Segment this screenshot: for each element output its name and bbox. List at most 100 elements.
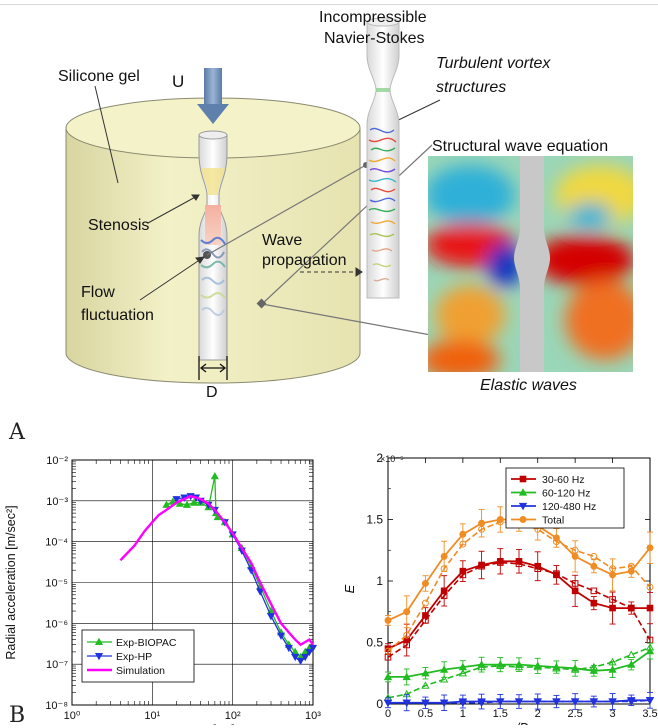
label-turbulent-vortex: Turbulent vortex (436, 55, 551, 72)
data-point (291, 653, 300, 662)
data-point (402, 672, 411, 681)
data-point-open (590, 552, 598, 560)
x-axis-label: Frequency [Hz] (150, 723, 235, 725)
panel-a-labels: Incompressible Navier-Stokes Turbulent v… (58, 9, 608, 401)
data-point (189, 498, 199, 506)
data-point-open (478, 562, 485, 570)
data-point (496, 516, 504, 523)
x-tick-label: 3.5 (642, 708, 657, 720)
data-point (589, 666, 599, 674)
data-point-open (534, 565, 542, 573)
data-point (590, 562, 598, 570)
y-tick-label: 10⁻⁶ (45, 618, 68, 630)
data-point (609, 604, 616, 612)
data-point (571, 552, 579, 560)
data-point-open (533, 662, 542, 671)
legend-label: Total (542, 515, 564, 527)
data-point (627, 604, 635, 612)
plot-frame (71, 459, 314, 706)
y-axis-label: Radial acceleration [m/sec²] (4, 505, 18, 659)
panel-letter-a: A (9, 420, 25, 445)
data-point (210, 472, 219, 480)
data-point-open (459, 540, 467, 548)
y-tick-label: 1 (376, 574, 383, 588)
legend-marker (519, 475, 527, 483)
data-point (276, 632, 286, 640)
data-point (421, 579, 429, 587)
legend-marker (519, 516, 527, 523)
data-point (266, 613, 276, 621)
data-point-open (421, 699, 430, 708)
data-point-open (552, 698, 561, 706)
data-point-open (570, 665, 580, 673)
label-navier-stokes: Navier-Stokes (324, 30, 424, 47)
data-point (440, 587, 448, 595)
legend-marker (94, 637, 104, 646)
data-point-open (496, 661, 505, 670)
data-point-open (609, 596, 616, 603)
panel-letter-b: B (9, 703, 26, 728)
data-point (459, 567, 467, 575)
data-point-open (645, 697, 655, 705)
data-point (590, 599, 598, 607)
data-point-open (384, 647, 392, 655)
leader-lines (94, 85, 459, 341)
y-tick-label: 0.5 (366, 636, 383, 650)
data-point (459, 530, 467, 538)
label-structures: structures (436, 79, 506, 96)
data-point-open (627, 698, 636, 706)
data-point (284, 644, 293, 653)
data-point (301, 653, 310, 662)
x-axis-label: z/D (508, 720, 529, 725)
data-point-open (552, 664, 561, 672)
data-point-open (627, 562, 635, 570)
data-point-open (533, 698, 542, 706)
label-silicone-gel: Silicone gel (58, 68, 140, 85)
data-point (646, 604, 654, 612)
legend-label: Exp-HP (116, 651, 152, 663)
data-point-open (402, 699, 411, 708)
x-tick-label: 1.5 (493, 708, 508, 720)
legend-label: 30-60 Hz (542, 474, 585, 486)
inflow-arrow (197, 68, 229, 124)
data-point (646, 544, 654, 552)
data-point-open (459, 571, 467, 579)
x-tick-label: 0.5 (418, 708, 433, 720)
y-tick-label: 10⁻³ (46, 496, 68, 508)
y-tick-label: 10⁻² (46, 455, 68, 467)
label-stenosis: Stenosis (88, 217, 149, 234)
data-point-open (477, 662, 486, 671)
series-line-simulation (119, 494, 314, 647)
label-flow: Flow (81, 284, 115, 301)
x-tick-label: 3 (610, 708, 616, 720)
y-tick-label: 10⁻⁷ (46, 659, 68, 671)
data-point (627, 567, 635, 575)
diameter-marker (198, 356, 228, 380)
legend-label: Exp-BIOPAC (116, 637, 177, 649)
data-point-open (439, 699, 449, 708)
data-point (305, 648, 314, 657)
legend-marker (94, 652, 104, 661)
top-divider (0, 4, 658, 5)
legend-marker (518, 502, 528, 511)
x-tick-label: 10¹ (144, 710, 160, 722)
y-tick-label: 10⁻⁸ (45, 700, 68, 712)
data-point-open (383, 699, 393, 708)
data-point (162, 500, 171, 508)
label-structural-wave-equation: Structural wave equation (432, 138, 608, 155)
label-fluctuation: fluctuation (81, 307, 154, 324)
label-propagation: propagation (262, 252, 347, 269)
legend-marker (518, 488, 528, 496)
data-point-open (440, 592, 448, 600)
x-tick-label: 2 (535, 708, 541, 720)
data-point-open (608, 657, 617, 666)
data-point (439, 665, 449, 673)
data-point-open (496, 559, 504, 566)
data-point (308, 644, 318, 653)
artery-tube (198, 130, 228, 361)
data-point-open (514, 662, 524, 671)
data-point-open (608, 698, 617, 706)
energy-chart: 00.511.522.533.500.511.52×10⁻⁵z/DE30-60 … (342, 451, 658, 725)
legend-label: 120-480 Hz (542, 501, 596, 513)
